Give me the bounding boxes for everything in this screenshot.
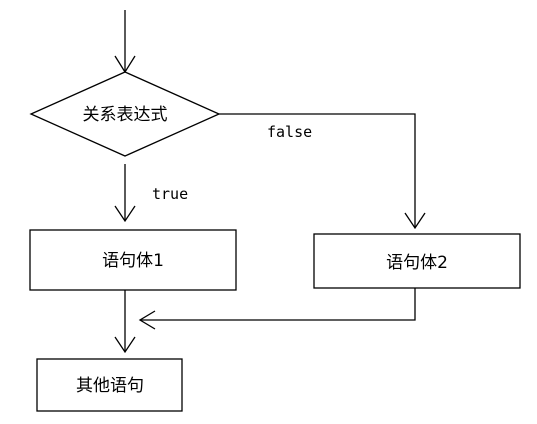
- statement1-box: [29, 229, 237, 291]
- statement2-box: [313, 233, 521, 289]
- entry-arrow: [114, 10, 136, 74]
- condition-node: 关系表达式: [29, 71, 221, 157]
- false-edge: false: [219, 113, 426, 230]
- statement1-to-other-edge: [114, 290, 136, 354]
- statement2-to-other-edge: [138, 288, 416, 330]
- statement1-node: 语句体1: [29, 229, 237, 291]
- other-label: 其他语句: [76, 376, 144, 396]
- statement2-node: 语句体2: [313, 233, 521, 289]
- other-box: [36, 358, 183, 412]
- statement1-label: 语句体1: [102, 251, 164, 271]
- condition-diamond: [29, 71, 221, 157]
- statement2-label: 语句体2: [386, 253, 448, 273]
- condition-label: 关系表达式: [83, 105, 168, 125]
- other-node: 其他语句: [36, 358, 183, 412]
- false-edge-label: false: [267, 123, 312, 141]
- true-edge: true: [114, 164, 188, 223]
- true-edge-label: true: [152, 185, 188, 203]
